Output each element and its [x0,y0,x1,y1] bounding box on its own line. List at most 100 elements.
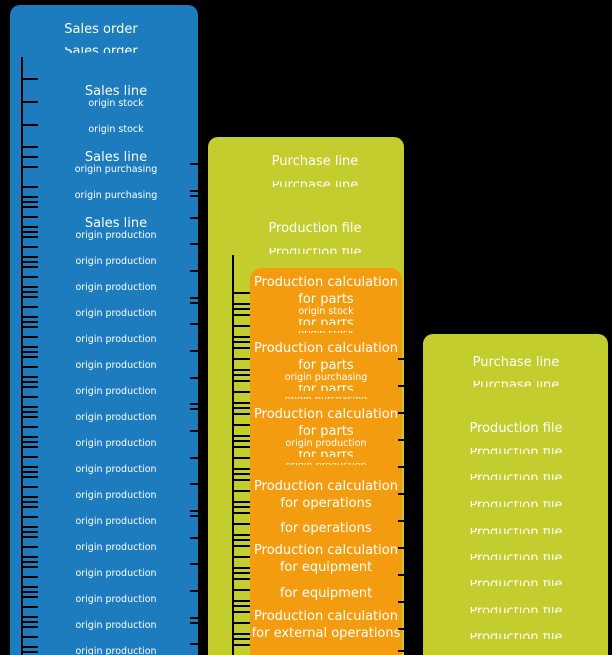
tick-connector [232,314,250,316]
tick-connector [190,457,208,459]
tick-connector [232,292,250,294]
label-for-external-operations: for external operations [251,626,401,641]
label-origin-production: origin production [75,412,157,423]
label-origin-production: origin production [75,308,157,319]
label-production-file: Production file [469,421,563,436]
tick-connector [21,276,38,278]
tick-connector [232,325,250,327]
tick-connector [21,586,38,593]
tick-connector [190,270,208,272]
label-origin-production: origin production [75,360,157,371]
tick-connector [232,457,250,459]
tick-connector [21,406,38,413]
tick-connector [21,516,38,518]
tick-connector [232,446,250,448]
label-origin-stock-ghost: origin stock [216,331,436,333]
tick-connector [21,316,38,323]
tick-connector [232,490,250,492]
label-production-file-ghost: Production file [406,474,612,480]
label-origin-production: origin production [75,490,157,501]
label-origin-production: origin production [75,594,157,605]
label-sales-order: Sales order [64,22,138,37]
label-sales-line: Sales line [84,216,148,231]
tick-connector [232,644,250,646]
tick-connector [21,536,38,538]
tick-connector [416,520,423,522]
tick-connector [232,501,250,508]
label-origin-purchasing-ghost: origin purchasing [216,397,436,399]
tick-connector [190,297,208,304]
tick-connector [232,358,250,360]
tick-connector [232,479,250,481]
label-sales-order-ghost: Sales order [0,47,211,53]
tick-connector [21,346,38,353]
tick-connector [232,402,250,409]
tick-connector [232,600,250,607]
tick-connector [232,303,250,310]
tick-connector [21,556,38,563]
tick-connector [21,486,38,488]
label-production-file-ghost: Production file [406,528,612,534]
tick-connector [21,416,38,418]
tick-connector [190,590,208,592]
tick-connector [190,190,208,197]
tick-connector [21,124,38,126]
label-origin-production: origin production [75,620,157,631]
tick-connector [190,403,208,410]
label-production-file-ghost: Production file [205,248,425,254]
tick-connector [21,466,38,473]
tick-connector [21,446,38,448]
tick-connector [21,356,38,358]
tick-connector [21,566,38,568]
tick-connector [398,358,405,360]
tick-connector [21,476,38,478]
tick-connector [21,456,38,458]
label-origin-production: origin production [75,230,157,241]
tick-connector [21,196,38,203]
label-origin-production: origin production [75,438,157,449]
tick-connector [21,256,38,263]
tick-connector [190,377,208,379]
label-for-operations: for operations [280,521,372,536]
label-production-calculation: Production calculation [254,609,398,624]
tick-connector [232,369,250,376]
tick-connector [21,526,38,533]
tick-connector [416,439,423,441]
tick-connector [398,385,405,387]
tick-connector [416,601,423,603]
tick-connector [398,547,405,549]
tick-connector [21,101,38,103]
tick-connector [416,547,423,549]
tick-connector [232,512,250,514]
tick-connector [21,78,38,80]
tick-connector [190,350,208,352]
label-origin-production: origin production [75,542,157,553]
tick-connector [21,156,38,158]
tick-connector [190,563,208,565]
tick-connector [21,606,38,608]
tick-connector [232,567,250,574]
tick-connector [398,466,405,468]
tick-connector [21,296,38,298]
tick-connector [21,226,38,233]
label-purchase-line-ghost: Purchase line [205,181,425,187]
tick-connector [190,217,208,219]
label-origin-production-ghost: origin production [216,463,436,465]
label-production-file-ghost: Production file [406,607,612,613]
label-production-calculation: Production calculation [254,407,398,422]
label-origin-production: origin production [285,438,367,449]
tick-connector [398,628,405,630]
label-for-parts: for parts [298,424,354,439]
tick-connector [416,385,423,387]
tick-connector [190,430,208,432]
label-origin-stock: origin stock [88,124,144,135]
tick-connector [21,146,38,148]
tick-connector [232,336,250,343]
tick-connector [398,650,405,652]
tick-connector [21,576,38,578]
sales-order-column [10,5,198,655]
tick-connector [21,366,38,368]
label-sales-line: Sales line [84,150,148,165]
tick-connector [21,396,38,398]
